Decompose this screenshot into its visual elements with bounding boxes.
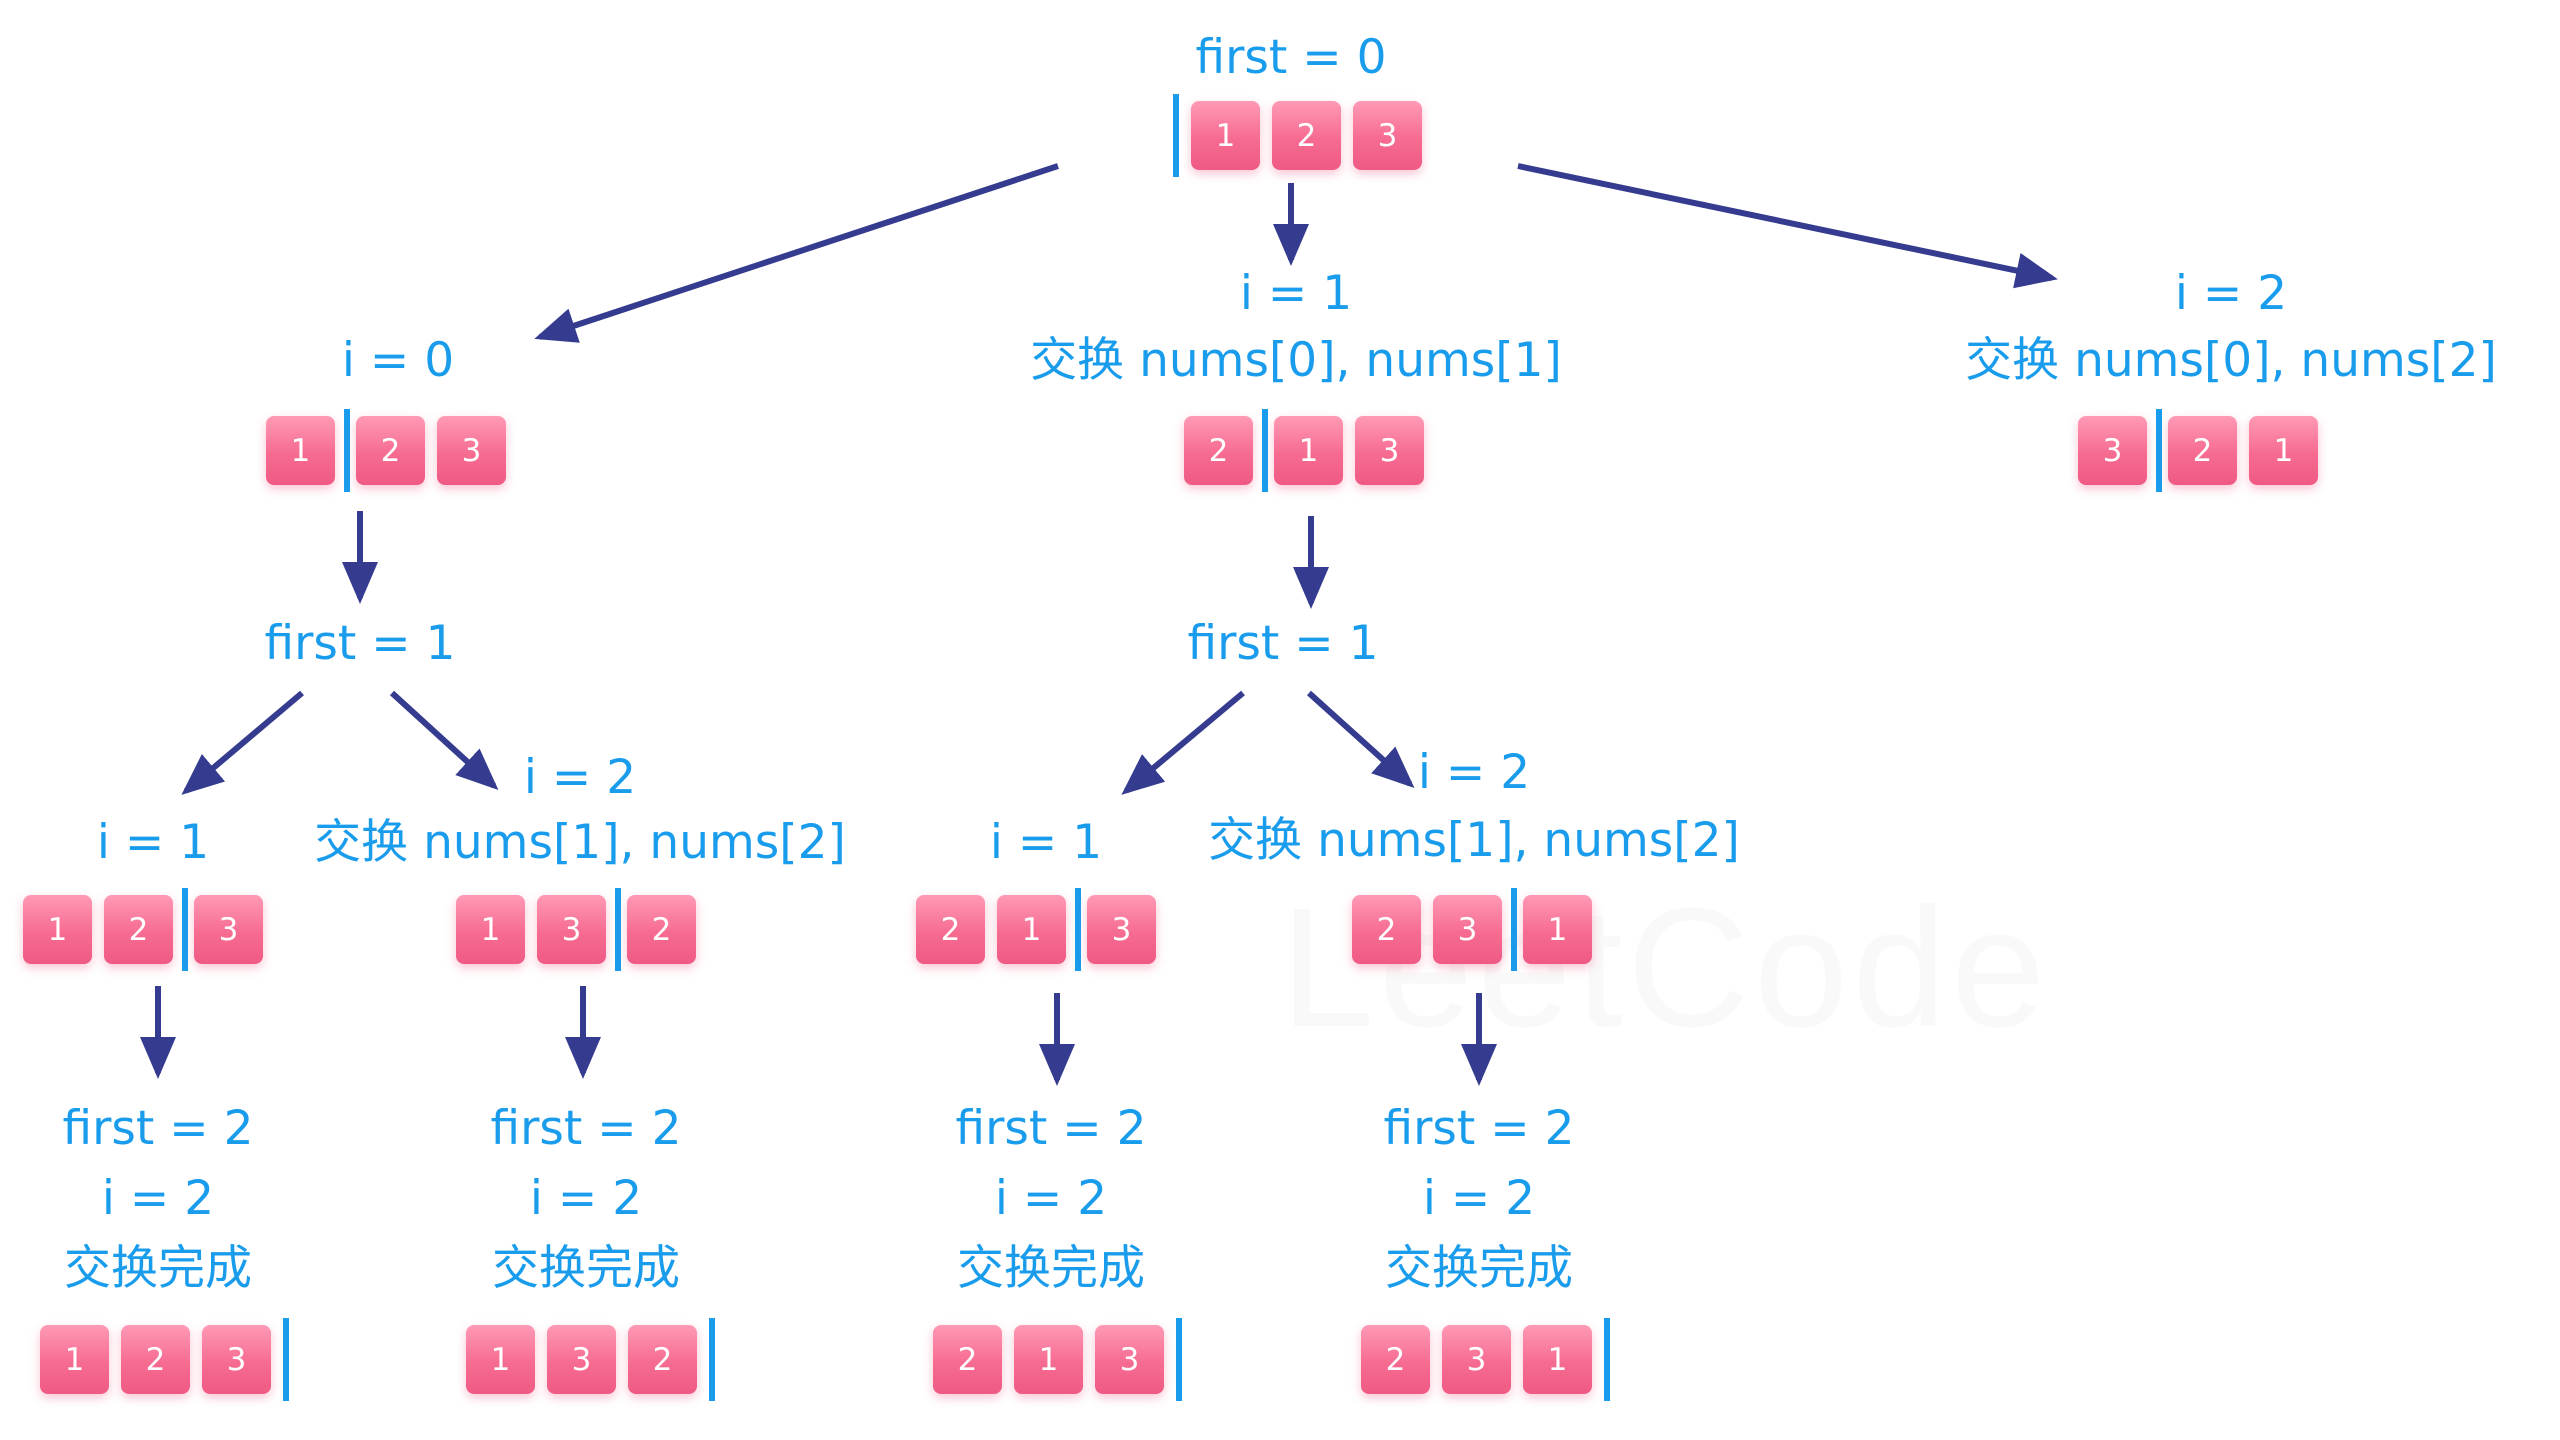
l3a-i1-label: i = 1 [96,815,210,870]
first1-right-label: first = 1 [1187,616,1379,671]
l3a-swap12-label: 交换 nums[1], nums[2] [314,815,846,870]
array-cell: 3 [1353,101,1422,170]
boundary-bar [2156,409,2162,492]
swap-01-label: 交换 nums[0], nums[1] [1030,333,1562,388]
array-cell: 1 [1523,1325,1592,1394]
boundary-bar [344,409,350,492]
boundary-bar [1262,409,1268,492]
boundary-bar [1604,1318,1610,1401]
array-cell: 1 [1523,895,1592,964]
boundary-bar [709,1318,715,1401]
edge-root-to-i0 [534,163,1059,343]
edge-first1b-to-i1 [1121,690,1245,795]
array-cell: 1 [2249,416,2318,485]
array-cell: 2 [104,895,173,964]
leaf1-first-label: first = 2 [62,1101,254,1156]
edge-first1b-to-i2 [1306,690,1415,789]
i0-label: i = 0 [341,333,455,388]
array-cell: 1 [266,416,335,485]
boundary-bar [182,888,188,971]
leaf3-i-label: i = 2 [994,1171,1108,1226]
leaf4-done-label: 交换完成 [1385,1241,1573,1296]
leaf4-i-label: i = 2 [1422,1171,1536,1226]
array-cell: 3 [1442,1325,1511,1394]
array-cell: 2 [1352,895,1421,964]
boundary-bar [615,888,621,971]
edge-first1a-to-i1 [181,690,304,795]
boundary-bar [1511,888,1517,971]
array-cell: 1 [466,1325,535,1394]
array-cell: 1 [997,895,1066,964]
array-cell: 3 [194,895,263,964]
first1-left-label: first = 1 [264,616,456,671]
array-cell: 2 [627,895,696,964]
leaf2-done-label: 交换完成 [492,1241,680,1296]
i1-label: i = 1 [1239,266,1353,321]
edge-first1a-to-i2 [389,690,499,791]
array-cell: 1 [456,895,525,964]
array-cell: 3 [537,895,606,964]
array-cell: 3 [1433,895,1502,964]
array-cell: 3 [2078,416,2147,485]
boundary-bar [283,1318,289,1401]
array-cell: 3 [202,1325,271,1394]
array-cell: 3 [547,1325,616,1394]
array-cell: 2 [1272,101,1341,170]
array-cell: 1 [40,1325,109,1394]
array-cell: 3 [1095,1325,1164,1394]
swap-02-label: 交换 nums[0], nums[2] [1965,333,2497,388]
l3b-swap12-label: 交换 nums[1], nums[2] [1208,813,1740,868]
boundary-bar [1176,1318,1182,1401]
leaf2-first-label: first = 2 [490,1101,682,1156]
array-cell: 3 [1355,416,1424,485]
l3b-i2-label: i = 2 [1417,745,1531,800]
array-cell: 3 [1087,895,1156,964]
root-first-label: first = 0 [1195,30,1387,85]
leaf1-i-label: i = 2 [101,1171,215,1226]
edge-root-to-i2 [1517,163,2058,289]
leaf4-first-label: first = 2 [1383,1101,1575,1156]
array-cell: 1 [1274,416,1343,485]
leaf1-done-label: 交换完成 [64,1241,252,1296]
array-cell: 1 [23,895,92,964]
array-cell: 2 [933,1325,1002,1394]
leaf3-first-label: first = 2 [955,1101,1147,1156]
array-cell: 1 [1014,1325,1083,1394]
array-cell: 2 [2168,416,2237,485]
array-cell: 2 [916,895,985,964]
array-cell: 1 [1191,101,1260,170]
l3a-i2-label: i = 2 [523,750,637,805]
i2-label: i = 2 [2174,266,2288,321]
array-cell: 2 [356,416,425,485]
boundary-bar [1173,94,1179,177]
array-cell: 2 [121,1325,190,1394]
boundary-bar [1075,888,1081,971]
array-cell: 3 [437,416,506,485]
array-cell: 2 [1361,1325,1430,1394]
l3b-i1-label: i = 1 [989,815,1103,870]
leaf3-done-label: 交换完成 [957,1241,1145,1296]
array-cell: 2 [1184,416,1253,485]
leaf2-i-label: i = 2 [529,1171,643,1226]
array-cell: 2 [628,1325,697,1394]
